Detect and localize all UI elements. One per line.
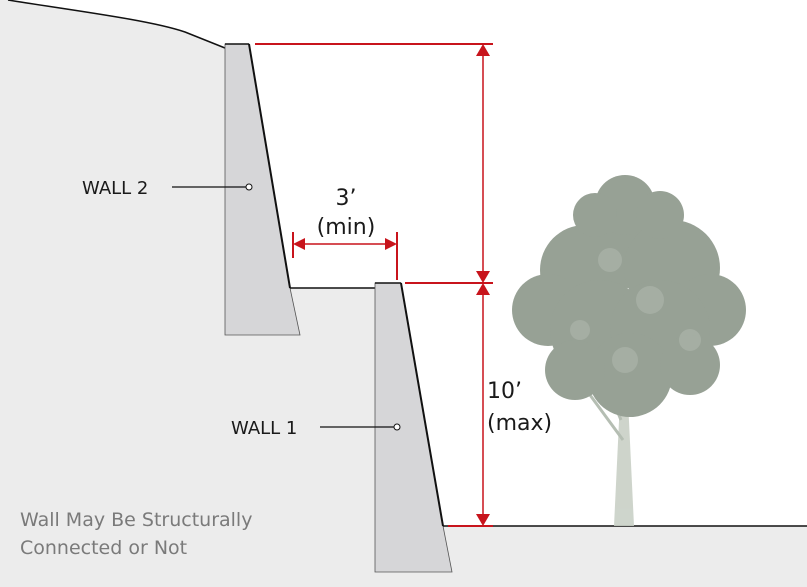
height-qualifier-label: (max) bbox=[487, 411, 552, 436]
wall-1-label: WALL 1 bbox=[231, 418, 297, 439]
arrow-left-icon bbox=[293, 238, 305, 250]
arrow-up-icon bbox=[476, 283, 490, 295]
lower-ground bbox=[443, 526, 807, 587]
terrain-line bbox=[7, 0, 226, 49]
spacing-dimension bbox=[292, 232, 398, 280]
spacing-value-label: 3’ bbox=[336, 186, 357, 211]
arrow-right-icon bbox=[385, 238, 397, 250]
wall-1-face bbox=[400, 282, 444, 527]
wall-2-face bbox=[248, 43, 291, 289]
note-line-2: Connected or Not bbox=[20, 537, 187, 559]
arrow-down-icon bbox=[476, 271, 490, 283]
wall-2-body bbox=[224, 43, 301, 336]
height-value-label: 10’ bbox=[487, 379, 522, 404]
spacing-qualifier-label: (min) bbox=[317, 215, 376, 240]
wall-1-leader bbox=[320, 423, 401, 431]
height-dimension bbox=[255, 43, 493, 527]
note-line-1: Wall May Be Structurally bbox=[20, 509, 252, 531]
wall-2-leader bbox=[172, 183, 253, 191]
arrow-down-icon bbox=[476, 514, 490, 526]
tree-icon bbox=[512, 175, 746, 526]
wall-2-label: WALL 2 bbox=[82, 178, 148, 199]
arrow-up-icon bbox=[476, 44, 490, 56]
